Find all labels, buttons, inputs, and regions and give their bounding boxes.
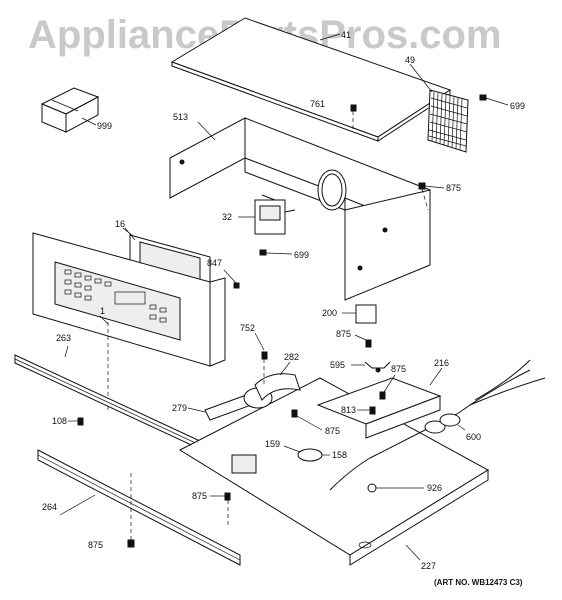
callout-595: 595 [330,360,345,370]
callout-227: 227 [421,561,436,571]
callout-875-right: 875 [391,364,406,374]
callout-16: 16 [115,219,125,229]
callout-159: 159 [265,439,280,449]
callout-813: 813 [341,405,356,415]
screw-761 [350,104,357,130]
callout-600: 600 [466,432,481,442]
screw-875-mid [365,339,372,348]
callout-699-mid: 699 [294,250,309,260]
callout-200: 200 [322,308,337,318]
part-926 [367,483,424,493]
screw-875-right-top [418,182,445,211]
block-part-200 [342,304,377,324]
callout-761: 761 [310,99,325,109]
callout-108: 108 [52,416,67,426]
callout-216: 216 [434,358,449,368]
housing-part-513 [169,117,431,301]
screw-752 [254,332,268,385]
motor-part-32 [238,194,296,235]
art-number: (ART NO. WB12473 C3) [434,578,523,587]
callout-999: 999 [97,121,112,131]
screw-875-bottom [127,470,135,548]
screw-108 [68,417,84,426]
callout-1: 1 [100,306,105,316]
duct-part-282 [254,361,301,401]
screw-813 [357,406,376,415]
screw-875-center [291,409,323,431]
callout-847: 847 [207,258,222,268]
callout-282: 282 [284,352,299,362]
bracket-part-159 [283,445,301,453]
screw-875-right [379,374,396,400]
callout-264: 264 [42,502,57,512]
callout-926: 926 [427,483,442,493]
top-panel-part-41 [170,17,452,142]
callout-158: 158 [332,450,347,460]
screw-875-lower-left [210,492,231,525]
callout-279: 279 [172,403,187,413]
callout-41: 41 [341,30,351,40]
control-panel-part-1 [32,232,226,410]
callout-875-lower-left: 875 [192,491,207,501]
callout-49: 49 [405,55,415,65]
cover-part-216 [316,367,443,439]
grille-part-49 [427,89,469,153]
callout-752: 752 [240,323,255,333]
screw-699-top [479,94,509,106]
base-part-227 [178,377,489,566]
thermostat-part-158 [297,448,330,462]
callout-875-right-top: 875 [446,183,461,193]
callout-32: 32 [222,212,232,222]
power-cord-part-600 [329,359,546,491]
callout-513: 513 [173,112,188,122]
callout-875-center: 875 [325,426,340,436]
callout-875-mid: 875 [336,329,351,339]
screw-847 [223,269,240,289]
callout-263: 263 [56,333,71,343]
leader-lines [59,33,433,561]
clip-part-595 [351,361,391,373]
callout-699-top: 699 [510,101,525,111]
screw-699-mid [259,249,293,256]
callout-875-bottom: 875 [88,540,103,550]
box-part-999 [40,87,100,133]
lower-strip-part-264 [37,449,241,566]
